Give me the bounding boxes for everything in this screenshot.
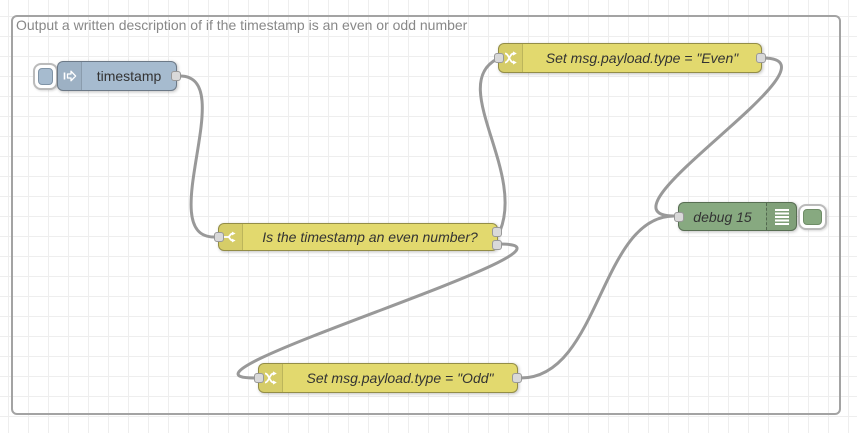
node-change-even[interactable]: Set msg.payload.type = "Even" [494,43,766,73]
node-change-odd[interactable]: Set msg.payload.type = "Odd" [254,363,522,393]
group-label: Output a written description of if the t… [16,17,468,33]
wire-change-even-to-debug[interactable] [654,56,783,218]
debug-toggle-inner [803,209,822,225]
debug-icon-region [766,203,796,230]
debug-toggle-button[interactable] [798,204,827,230]
node-inject-timestamp[interactable]: timestamp [57,61,181,91]
port-debug-input[interactable] [674,211,684,222]
list-icon [774,208,789,225]
inject-icon-region [58,62,82,90]
group-outline[interactable] [11,15,841,415]
inject-button[interactable] [33,63,58,90]
inject-button-inner [38,68,53,85]
port-change-odd-input[interactable] [254,373,264,383]
shuffle-icon [264,371,277,385]
wire-inject-to-switch[interactable] [178,74,216,239]
node-switch[interactable]: Is the timestamp an even number? [214,223,502,251]
node-label: Set msg.payload.type = "Even" [545,50,739,66]
port-switch-output-2[interactable] [492,240,502,250]
port-change-even-output[interactable] [756,53,766,63]
port-change-odd-output[interactable] [512,373,522,383]
node-label: timestamp [96,68,162,84]
wire-switch-to-change-even[interactable] [478,57,507,233]
node-label: Set msg.payload.type = "Odd" [306,370,494,386]
fork-icon [223,231,236,243]
arrow-in-icon [63,70,76,82]
shuffle-icon [504,51,517,65]
wire-switch-to-change-odd[interactable] [236,242,519,380]
node-label: Is the timestamp an even number? [262,229,478,245]
wire-change-odd-to-debug[interactable] [519,214,676,380]
port-switch-input[interactable] [214,232,224,242]
port-inject-output[interactable] [171,71,181,81]
port-switch-output-1[interactable] [492,227,502,237]
node-debug[interactable]: debug 15 [674,202,797,231]
node-label: debug 15 [693,208,752,225]
port-change-even-input[interactable] [494,53,504,63]
